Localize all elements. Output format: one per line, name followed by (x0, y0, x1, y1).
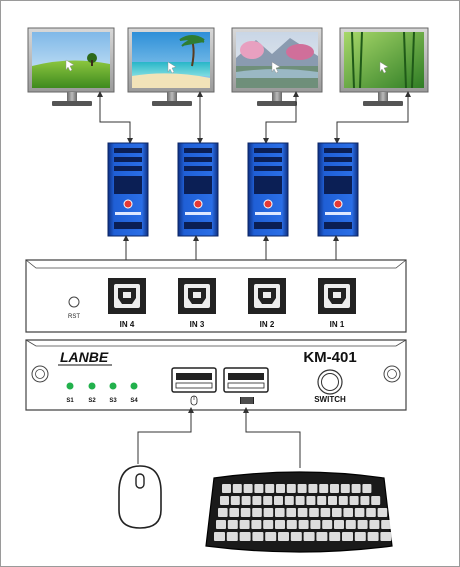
peripheral-connectors (137, 407, 301, 468)
monitor-3 (231, 27, 323, 106)
power-button-icon (333, 199, 343, 209)
power-button-icon (193, 199, 203, 209)
pc-tower-2 (177, 142, 219, 237)
monitor-1 (27, 27, 115, 106)
power-button-icon (123, 199, 133, 209)
kvm-front-panel: LANBE KM-401 S1 S2 S3 S4 (25, 339, 407, 411)
svg-text:LANBE: LANBE (60, 349, 109, 365)
switch-label: SWITCH (314, 395, 346, 404)
brand-logo: LANBE (58, 349, 112, 366)
reset-button[interactable] (68, 296, 80, 308)
usb-b-ports: IN 4 IN 3 IN 2 IN 1 (108, 278, 356, 329)
status-led-label: S3 (109, 398, 117, 404)
keyboard-icon (240, 397, 254, 404)
status-led-1: S1 (66, 382, 74, 404)
usb-b-port-4[interactable]: IN 4 (108, 278, 146, 329)
status-led-label: S2 (88, 398, 96, 404)
port-label: IN 1 (330, 320, 345, 329)
monitor-4 (339, 27, 429, 106)
model-label: KM-401 (303, 349, 356, 366)
usb-b-port-3[interactable]: IN 3 (178, 278, 216, 329)
usb-mouse (118, 465, 162, 529)
pc-tower-1 (107, 142, 149, 237)
port-label: IN 4 (120, 320, 135, 329)
status-led-4: S4 (130, 382, 138, 404)
usb-keyboard (205, 471, 393, 553)
reset-label: RST (68, 314, 80, 320)
status-leds: S1 S2 S3 S4 (66, 382, 138, 404)
status-led-3: S3 (109, 382, 117, 404)
power-button-icon (263, 199, 273, 209)
port-label: IN 3 (190, 320, 205, 329)
status-led-2: S2 (88, 382, 96, 404)
usb-b-port-1[interactable]: IN 1 (318, 278, 356, 329)
mouse-icon (190, 395, 198, 406)
usb-b-port-2[interactable]: IN 2 (248, 278, 286, 329)
usb-a-port-keyboard[interactable] (223, 367, 269, 393)
pc-tower-4 (317, 142, 359, 237)
port-label: IN 2 (260, 320, 275, 329)
pc-towers (107, 142, 359, 237)
status-led-label: S1 (66, 398, 74, 404)
pc-tower-3 (247, 142, 289, 237)
monitor-2 (127, 27, 215, 106)
status-led-label: S4 (130, 398, 138, 404)
kvm-rear-panel: RST IN 4 IN 3 IN 2 IN 1 (25, 259, 407, 333)
usb-a-port-mouse[interactable] (171, 367, 217, 393)
switch-button[interactable] (317, 369, 343, 395)
monitor-pc-connectors (97, 91, 411, 144)
